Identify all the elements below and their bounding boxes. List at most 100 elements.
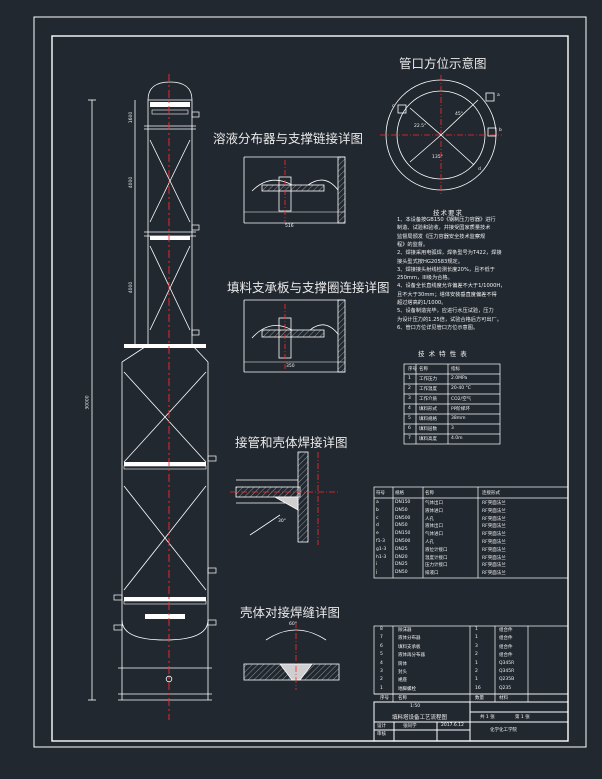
tech-table-cell: 20-40 °C [451,386,471,391]
title-distributor: 溶液分布器与支撑链接详图 [213,131,364,146]
nozzle-table-cell: RF突面法兰 [482,555,506,561]
tech-note-line: 为设计压力的1.25倍，试验合格后方可出厂。 [397,316,502,323]
parts-table-cell: 1 [380,685,383,691]
parts-table-cell: 3 [475,643,478,649]
parts-table-cell: 液体再分布器 [398,653,425,659]
tech-table-cell: 3 [408,396,411,401]
parts-table-cell: 1 [475,627,478,632]
title-designer-label: 设计 [377,724,386,729]
parts-table-cell: 组合件 [499,628,513,633]
tech-table-cell: 2.0MPa [451,376,468,381]
parts-table-cell: Q235 [499,685,512,691]
title-school: 化学化工学院 [490,728,517,733]
title-scale: 1:50 [410,704,421,709]
parts-table-cell: 封头 [398,670,407,675]
title-orientation: 管口方位示意图 [399,56,487,71]
tech-table-cell: 填料规格 [419,417,437,422]
nozzle-table-cell: RF突面法兰 [482,524,506,530]
tech-table-cell: 4.0m [451,436,463,441]
parts-table-cell: 2 [475,652,478,658]
tech-note-line: 5、设备制造完毕，应进行水压试验，压力 [397,308,494,315]
nozzle-table-cell: d [376,523,379,529]
parts-table-cell: 2 [475,669,478,674]
nozzle-weld-detail [230,451,340,545]
tech-note-line: 6、管口方位详见管口方位示意图。 [397,324,479,331]
title-block-grid [373,701,569,742]
parts-table-cell: Q345R [499,660,515,666]
nozzle-table-cell: f1-3 [376,539,385,544]
parts-table-cell: 6 [380,643,383,649]
nozzle-table-cell: 压力计接口 [425,563,448,569]
tower-internals [123,102,207,683]
nozzle-table-cell: RF突面法兰 [482,516,506,522]
tech-table-cell: 1 [408,376,411,381]
dim-support-width: 350 [286,364,295,369]
tech-table-header: 指标 [451,367,460,372]
dim-top-head: 1600 [129,111,135,124]
nozzle-table-cell: RF突面法兰 [482,508,506,514]
nozzle-table-cell: RF突面法兰 [482,563,506,569]
nozzle-table-cell: 人孔 [425,540,434,545]
nozzle-table-cell: 人孔 [425,516,434,522]
dim-overall: 30000 [85,395,91,410]
orient-label-c: c [392,104,395,109]
orient-label-a: a [497,93,500,98]
tech-table-header: 名称 [419,367,428,372]
parts-table-cell: 筒体 [398,661,407,667]
nozzle-table-cell: 液位计接口 [425,547,448,553]
parts-table-header: 序号 [380,696,389,701]
title-date: 2017.6.12 [441,723,464,728]
parts-table-cell: Q345R [499,669,515,674]
tech-note-line: 2、焊接采用电弧焊，焊条型号为T422，焊接 [397,250,502,257]
tech-note-line: 监督局颁发《压力容器安全技术监察规 [397,233,486,240]
nozzle-table-cell: 排液口 [425,571,439,577]
nozzle-table-cell: a [376,500,379,505]
nozzle-table-cell: RF突面法兰 [482,501,506,506]
title-reviewer-label: 审核 [377,732,386,737]
orient-angle-3: 22.5° [414,124,427,129]
tech-table-cell: 3 [451,426,454,431]
nozzle-table-cell: 温度计接口 [425,555,448,561]
nozzle-table-cell: j [376,570,378,576]
nozzle-table-cell: 液体进口 [425,508,443,514]
tech-table-cell: PP阶梯环 [451,407,470,412]
tech-table-cell: 填料高度 [419,437,437,442]
nozzle-table-cell: DN500 [395,515,411,521]
nozzle-table-cell: RF突面法兰 [482,540,506,545]
nozzle-table-cell: DN25 [395,546,408,552]
dim-section-1: 4000 [129,176,135,189]
nozzle-orientation-view [380,75,502,195]
outer-frame [33,16,587,748]
parts-table-cell: 裙座 [398,678,407,684]
dim-butt-angle: 60° [289,622,297,627]
nozzle-table-header: 规格 [395,491,404,496]
nozzle-table-cell: DN50 [395,570,408,576]
tech-note-line: 3、焊接接头射线检测长度20%，且不低于 [397,266,495,273]
tech-table-cell: 工作温度 [419,387,437,392]
tech-note-line: 制造、试验和验收，并接受国家质量技术 [397,225,491,232]
nozzle-table-cell: DN50 [395,523,408,529]
tech-table-cell: 工作介质 [419,397,437,402]
parts-table-cell: 地脚螺栓 [398,686,416,692]
tech-table-cell: 填料形式 [419,407,437,412]
tech-note-line: 1、本设备按GB150《钢制压力容器》进行 [397,217,496,223]
parts-table-cell: 5 [380,652,383,658]
tech-note-line: 超过塔高的1/1000。 [397,300,447,306]
nozzle-table-cell: RF突面法兰 [482,547,506,553]
nozzle-table-cell: g1-3 [376,546,387,552]
parts-table-header: 名称 [398,696,407,701]
tech-table-cell: 7 [408,436,411,441]
parts-table-cell: 1 [475,635,478,641]
tech-table-grid [403,363,501,445]
bottom-head [121,619,209,641]
tech-table-heading: 技 术 特 性 表 [418,350,468,358]
title-butt-weld: 壳体对接焊缝详图 [240,605,341,620]
parts-table-cell: 8 [380,627,383,632]
nozzle-table-cell: RF突面法兰 [482,532,506,538]
butt-weld-detail [243,622,340,690]
parts-table-cell: 2 [380,677,383,683]
tech-note-line: 4、设备全长直线度允许偏差不大于1/1000H， [397,283,506,290]
tech-note-line: 250mm，III级为合格。 [397,275,453,282]
